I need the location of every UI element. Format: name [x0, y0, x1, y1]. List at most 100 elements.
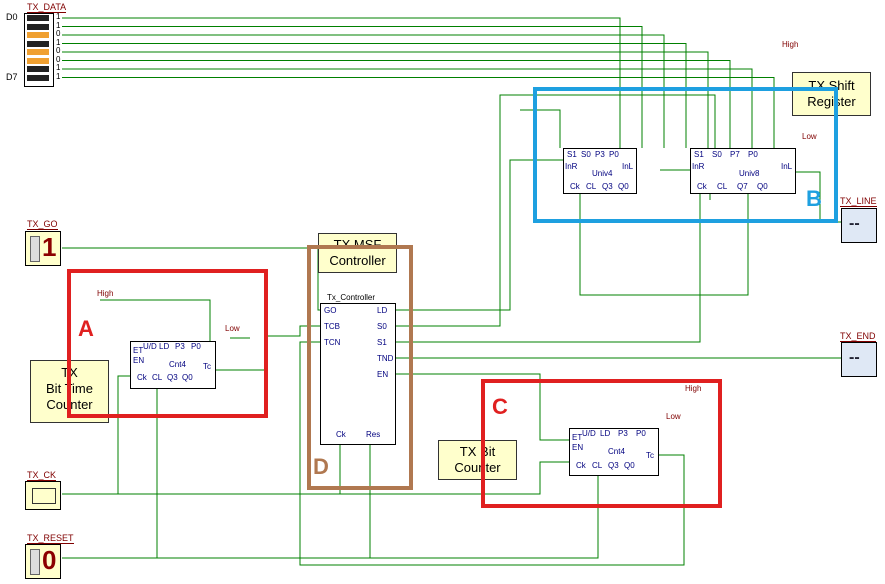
- go-value: 1: [42, 232, 57, 262]
- pin-label: LD: [159, 342, 170, 351]
- wire: [62, 68, 753, 148]
- tx-ck-clock[interactable]: [25, 481, 61, 510]
- pin-label: Q0: [618, 182, 629, 191]
- dip-bit-label: 1: [56, 63, 61, 72]
- low-label-b: Low: [802, 132, 817, 141]
- pin-label: S1: [694, 150, 704, 159]
- dip-switch-7[interactable]: [27, 74, 49, 81]
- highlight-box-c: [481, 379, 722, 508]
- pin-label: Q3: [608, 461, 619, 470]
- high-label-c: High: [685, 384, 702, 393]
- pin-label: P0: [636, 429, 646, 438]
- pin-label: Ck: [137, 373, 147, 382]
- univ4-chip[interactable]: Univ4: [563, 148, 637, 194]
- low-label-a: Low: [225, 324, 240, 333]
- dip-switch-6[interactable]: [27, 66, 49, 72]
- pin-label: TCB: [324, 322, 340, 331]
- tx-go-switch[interactable]: 1: [25, 231, 61, 266]
- pin-label: Res: [366, 430, 381, 439]
- reset-toggle-icon: [30, 549, 40, 575]
- univ8-chip[interactable]: Univ8: [690, 148, 796, 194]
- dip-switch-4[interactable]: [27, 49, 49, 55]
- ctrl-name: Tx_Controller: [327, 293, 376, 302]
- cnt4-chip-c[interactable]: Cnt4: [569, 428, 659, 476]
- dip-bit-label: 1: [56, 12, 61, 21]
- tx-end-display: --: [841, 342, 877, 377]
- pin-label: InR: [692, 162, 705, 171]
- pin-label: Q0: [182, 373, 193, 382]
- d0-label: D0: [6, 12, 18, 22]
- pin-label: InL: [622, 162, 634, 171]
- wire: [299, 341, 685, 566]
- dip-switch-5[interactable]: [27, 57, 49, 64]
- dip-bit-label: 0: [56, 29, 61, 38]
- wire: [394, 170, 701, 343]
- clock-icon: [32, 488, 56, 504]
- pin-label: CL: [586, 182, 597, 191]
- wire: [62, 77, 775, 148]
- tag-c: C: [492, 394, 508, 419]
- dip-switch-1[interactable]: [27, 23, 49, 30]
- pin-label: U/D: [582, 429, 596, 438]
- tx-reset-label: TX_RESET: [27, 533, 74, 544]
- pin-label: Ck: [576, 461, 586, 470]
- low-label-c: Low: [666, 412, 681, 421]
- pin-label: Ck: [697, 182, 707, 191]
- tx-end-label: TX_END: [840, 331, 876, 342]
- dip-switch-2[interactable]: [27, 32, 49, 38]
- pin-label: Q3: [167, 373, 178, 382]
- wire: [117, 375, 130, 494]
- pin-label: CL: [592, 461, 603, 470]
- reset-value: 0: [42, 545, 57, 575]
- pin-label: P0: [748, 150, 758, 159]
- high-label-a: High: [97, 289, 114, 298]
- pin-label: ET: [572, 433, 583, 442]
- wire: [579, 192, 749, 296]
- tag-a: A: [78, 316, 94, 341]
- wire: [62, 43, 687, 148]
- pin-label: P3: [175, 342, 185, 351]
- wire: [100, 299, 211, 341]
- pin-label: P3: [595, 150, 605, 159]
- tx-reset-switch[interactable]: 0: [25, 544, 61, 579]
- pin-label: Ck: [336, 430, 346, 439]
- cnt4-chip-a[interactable]: Cnt4: [130, 341, 216, 389]
- dip-bit-label: 0: [56, 46, 61, 55]
- dip-bit-label: 1: [56, 20, 61, 30]
- dip-switch-3[interactable]: [27, 40, 49, 47]
- dip-switch-0[interactable]: [27, 15, 49, 21]
- wire: [62, 60, 731, 148]
- wire: [214, 325, 320, 371]
- highlight-box-d: [307, 245, 413, 490]
- wire: [62, 34, 665, 148]
- pin-label: Q3: [602, 182, 613, 191]
- pin-label: Q7: [737, 182, 748, 191]
- d7-label: D7: [6, 72, 18, 82]
- tx-data-label: TX_DATA: [27, 2, 67, 13]
- highlight-box-a: [67, 269, 268, 418]
- wire: [62, 51, 709, 148]
- pin-label: InL: [781, 162, 793, 171]
- pin-label: EN: [133, 356, 145, 365]
- tx-controller-chip[interactable]: Tx_Controller: [320, 293, 396, 445]
- pin-label: EN: [377, 370, 389, 379]
- wire: [62, 26, 643, 148]
- wire: [394, 373, 569, 441]
- high-label-b: High: [782, 40, 799, 49]
- pin-label: P3: [618, 429, 628, 438]
- dip-bit-label: 0: [56, 54, 61, 64]
- pin-label: S1: [567, 150, 577, 159]
- pin-label: InR: [565, 162, 578, 171]
- dip-bit-label: 1: [56, 37, 61, 47]
- cnt-c-name: Cnt4: [608, 447, 625, 456]
- cnt-a-name: Cnt4: [169, 360, 186, 369]
- tx-go-label: TX_GO: [27, 219, 58, 230]
- pin-label: LD: [600, 429, 611, 438]
- wire: [394, 94, 716, 327]
- pin-label: S0: [712, 150, 722, 159]
- tx-ck-label: TX_CK: [27, 470, 57, 481]
- pin-label: P7: [730, 150, 740, 159]
- pin-label: GO: [324, 306, 337, 315]
- pin-label: LD: [377, 306, 388, 315]
